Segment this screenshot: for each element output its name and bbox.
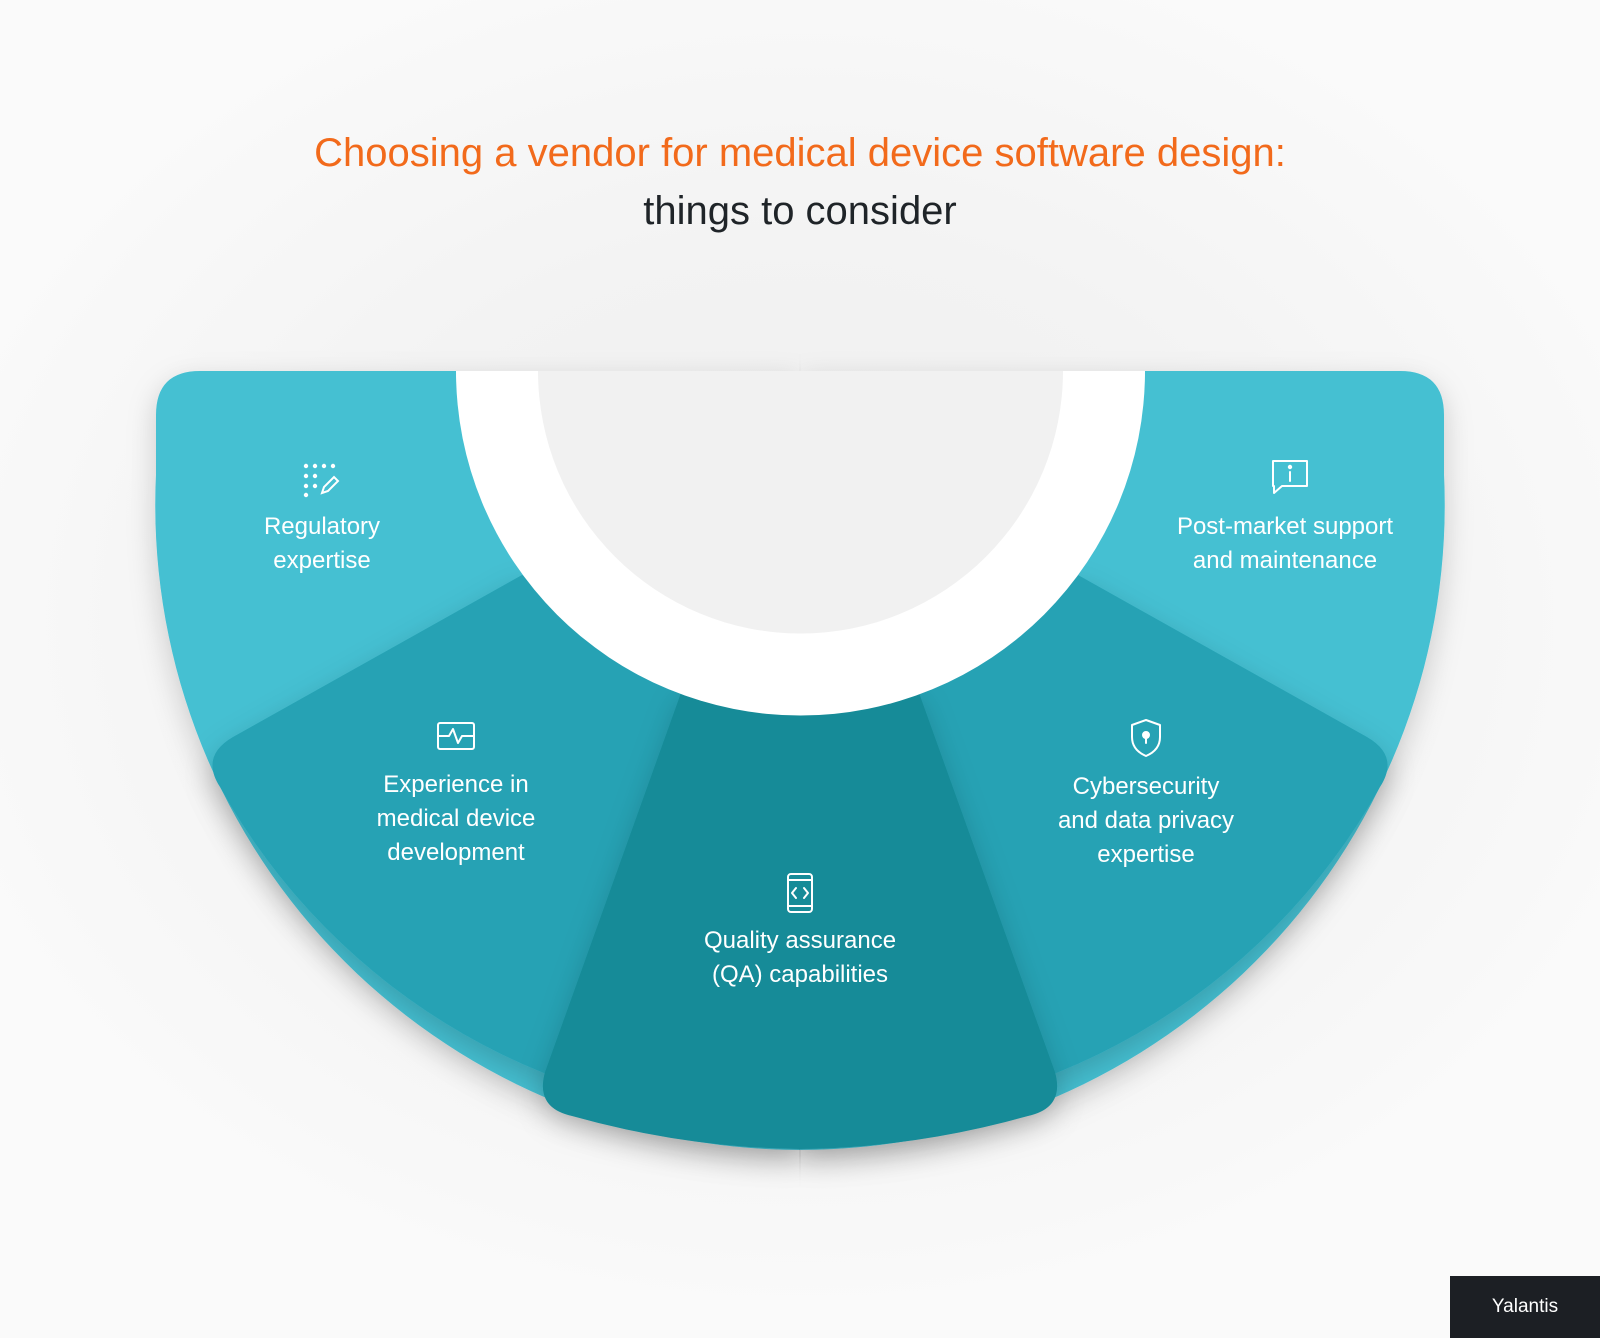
center-disc xyxy=(538,371,1063,634)
label-quality-assurance: Quality assurance (QA) capabilities xyxy=(703,927,897,988)
label-cybersecurity-privacy: Cybersecurity and data privacy expertise xyxy=(1057,773,1235,868)
mobile-code-icon xyxy=(784,872,816,919)
dots-pencil-icon xyxy=(302,462,342,503)
brand-logo: Yalantis xyxy=(1450,1276,1600,1338)
label-regulatory-expertise: Regulatory expertise xyxy=(263,513,381,574)
heartbeat-monitor-icon xyxy=(436,720,476,757)
segment-quality-assurance xyxy=(542,690,1058,1149)
title-line-dark: things to consider xyxy=(643,189,957,233)
label-post-market-support: Post-market support and maintenance xyxy=(1176,513,1394,574)
shield-lock-icon xyxy=(1129,718,1163,763)
title-line-accent: Choosing a vendor for medical device sof… xyxy=(314,131,1286,175)
page-title: Choosing a vendor for medical device sof… xyxy=(0,124,1600,240)
label-experience-medical-device: Experience in medical device development xyxy=(376,771,536,866)
info-chat-icon xyxy=(1270,458,1310,501)
